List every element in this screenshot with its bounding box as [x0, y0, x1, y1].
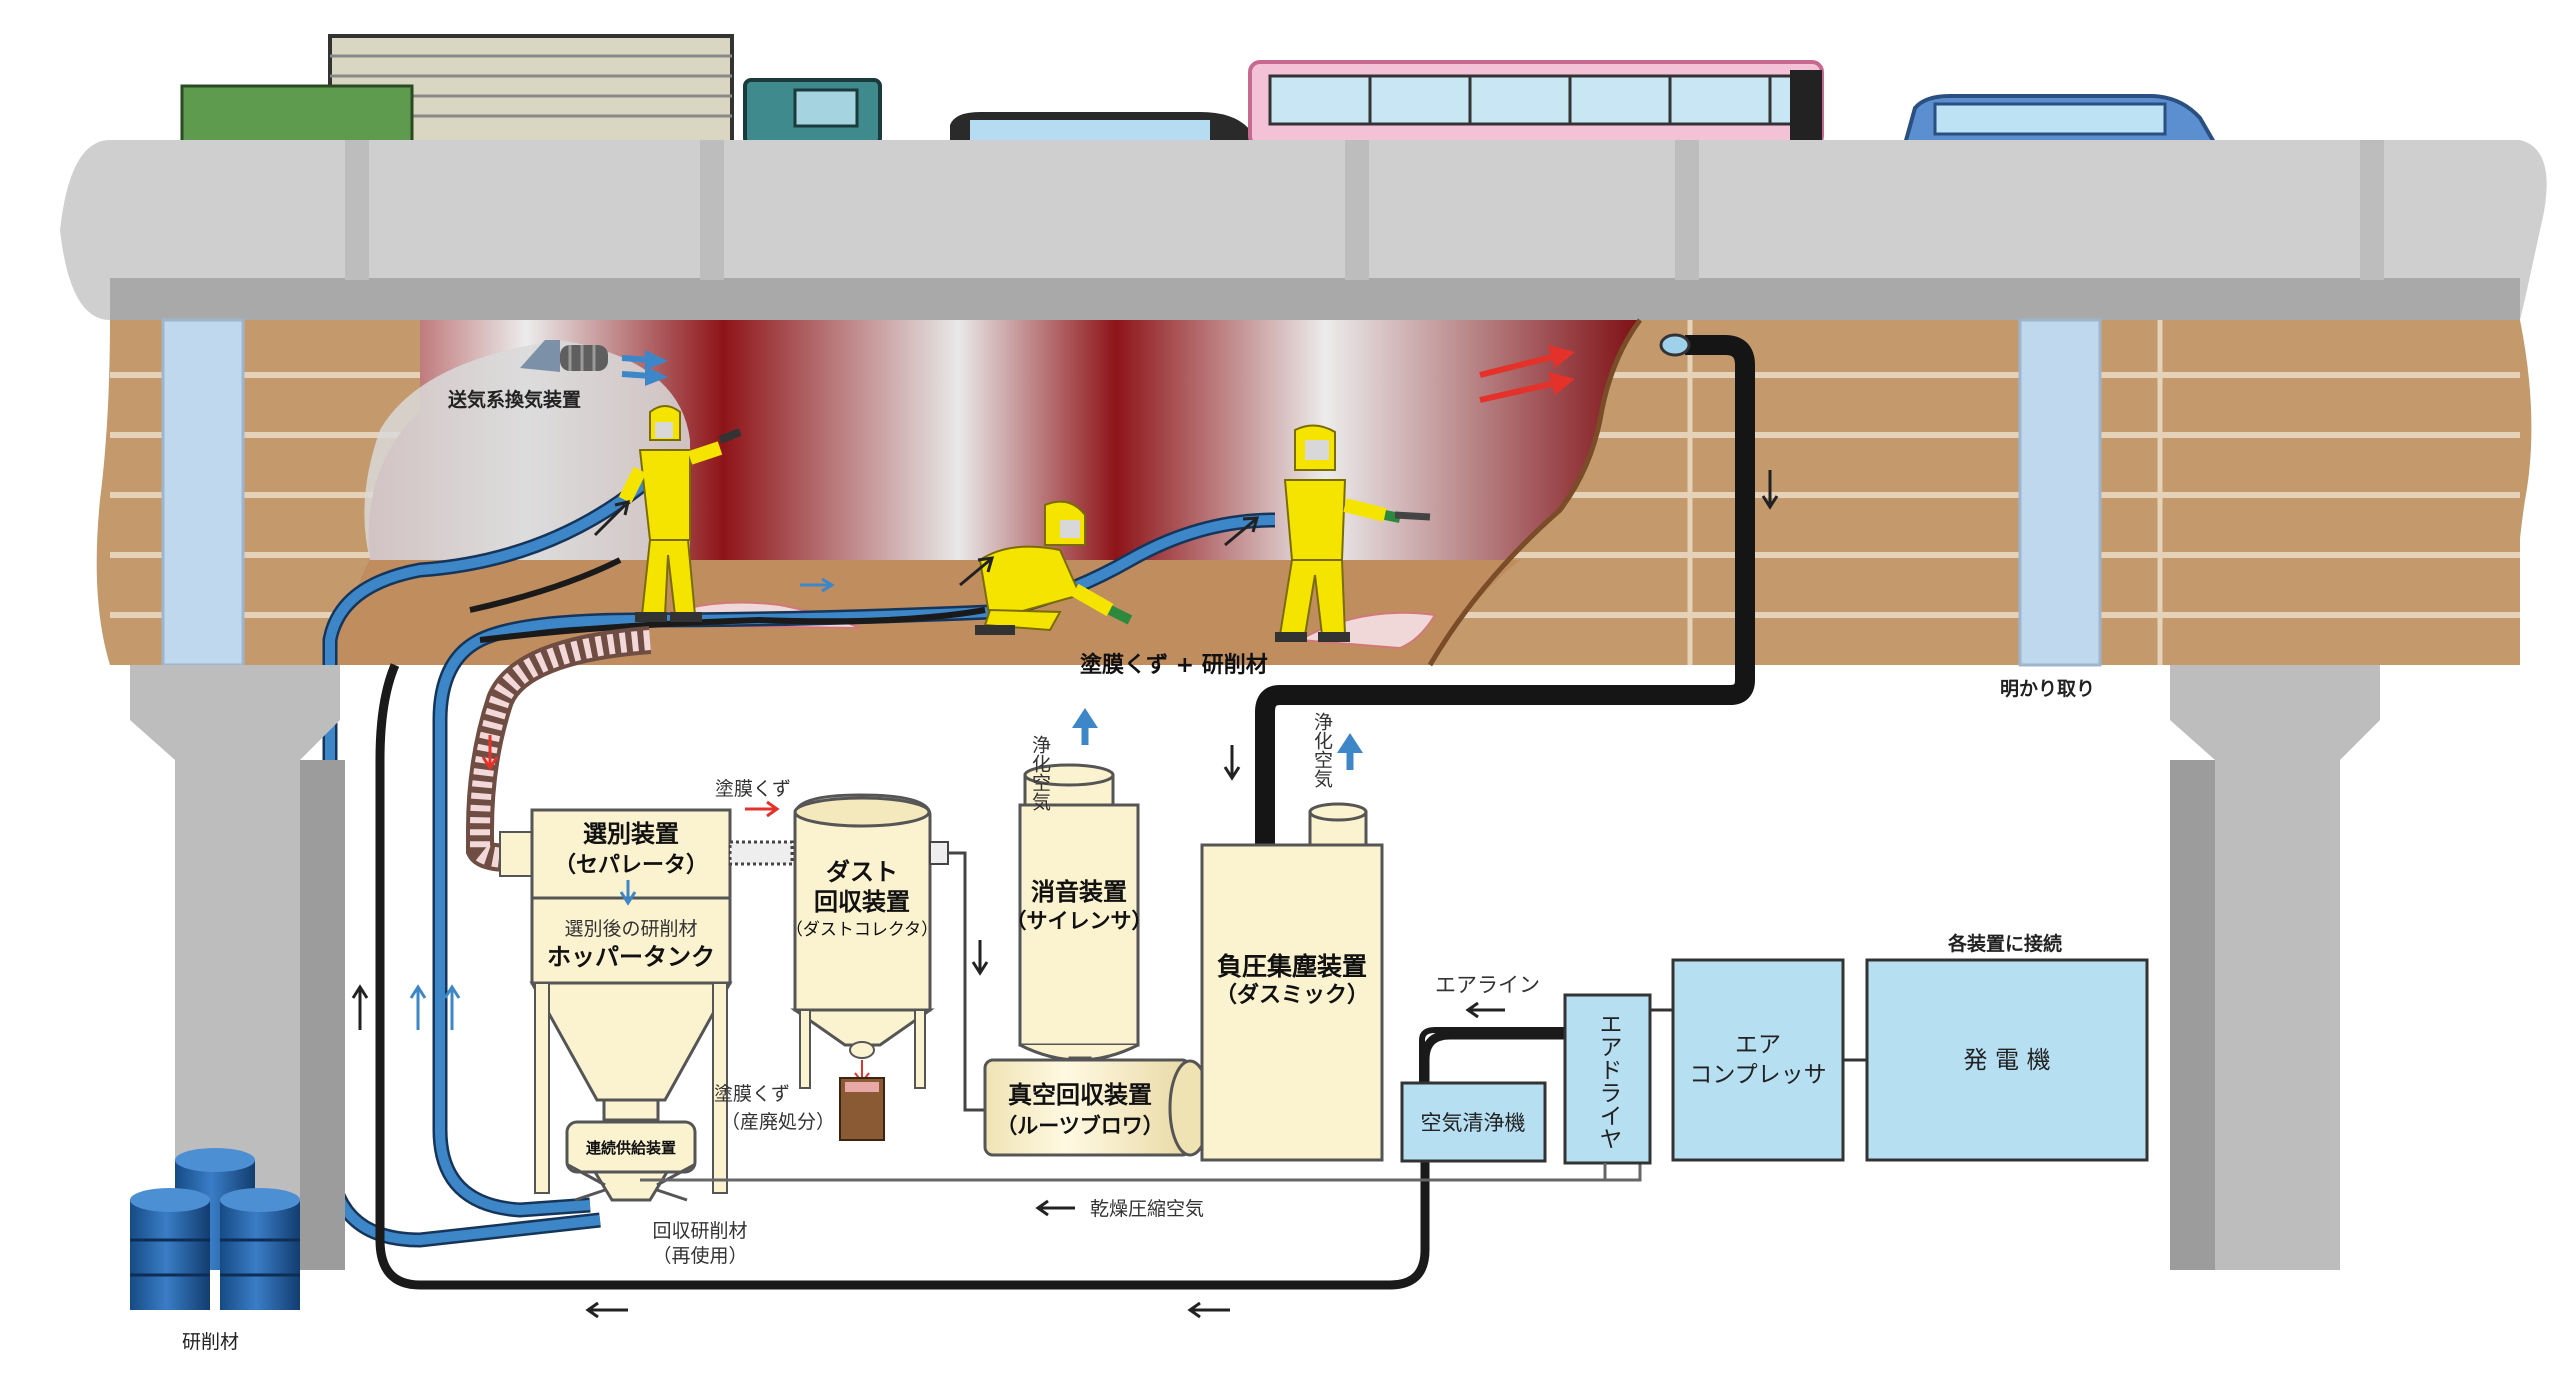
separator-title: 選別装置	[583, 820, 679, 848]
ventilation-unit	[520, 340, 668, 386]
dust-collector	[790, 793, 990, 1141]
bridge-deck	[60, 140, 2547, 320]
dust-title-1: ダスト	[826, 858, 898, 886]
compressor-label-2: コンプレッサ	[1689, 1062, 1826, 1088]
air-supply	[640, 958, 2149, 1217]
vehicles	[180, 34, 2219, 148]
negative-pressure-collector	[1200, 733, 1384, 1162]
compressor-label-1: エア	[1735, 1032, 1781, 1058]
abrasive-label: 研削材	[182, 1331, 239, 1353]
worker-standing-left	[618, 405, 742, 622]
car	[1902, 94, 2219, 146]
generator-label: 発 電 機	[1963, 1046, 2050, 1074]
hopper-tank-label: ホッパータンク	[547, 943, 715, 971]
vacuum-title: 真空回収装置	[1008, 1081, 1152, 1109]
debris-disposal-1: 塗膜くず	[714, 1082, 790, 1105]
sorted-abrasive-label: 選別後の研削材	[564, 918, 697, 940]
air-cleaner-label: 空気清浄機	[1421, 1111, 1526, 1135]
vacuum-subtitle: （ルーツブロワ）	[996, 1114, 1164, 1138]
debris-abrasive-label: 塗膜くず + 研削材	[1080, 652, 1268, 678]
dust-title-2: 回収装置	[814, 888, 910, 916]
pier-left	[130, 665, 345, 1270]
separator-subtitle: （セパレータ）	[554, 853, 708, 878]
air-line-label: エアライン	[1435, 973, 1540, 997]
purified-air-label-2: 浄化空気	[1311, 712, 1333, 788]
flow-arrows-work	[593, 470, 1779, 593]
silencer-title: 消音装置	[1031, 878, 1127, 906]
bus	[1248, 60, 1824, 148]
recovered-abrasive-1: 回収研削材	[652, 1220, 747, 1242]
van	[950, 112, 1262, 144]
purified-air-label-1: 浄化空気	[1029, 735, 1051, 811]
pier-right	[2170, 665, 2380, 1270]
skylight-label: 明かり取り	[2000, 678, 2095, 700]
truck	[180, 34, 882, 146]
collector-subtitle: （ダスミック）	[1215, 982, 1369, 1008]
abrasive-drums	[130, 1148, 300, 1310]
recovered-abrasive-2: （再使用）	[652, 1245, 747, 1267]
worker-crouching	[975, 500, 1133, 635]
silencer-subtitle: （サイレンサ）	[1006, 909, 1153, 933]
silencer-vacuum	[983, 708, 1212, 1157]
dry-compressed-air-label: 乾燥圧縮空気	[1090, 1198, 1204, 1220]
return-arrows	[351, 735, 1230, 1319]
connect-all-label: 各装置に接続	[1947, 932, 2062, 955]
paint-debris-label: 塗膜くず	[715, 777, 791, 800]
separator-hopper	[499, 800, 794, 1202]
collector-title: 負圧集塵装置	[1217, 952, 1367, 981]
debris-disposal-2: （産廃処分）	[721, 1111, 835, 1133]
ventilation-label: 送気系換気装置	[448, 388, 581, 411]
worker-standing-right	[1275, 424, 1431, 642]
air-dryer-label: エアドライヤ	[1595, 1012, 1622, 1150]
dust-subtitle: （ダストコレクタ）	[786, 920, 938, 940]
continuous-feeder-label: 連続供給装置	[586, 1139, 676, 1157]
